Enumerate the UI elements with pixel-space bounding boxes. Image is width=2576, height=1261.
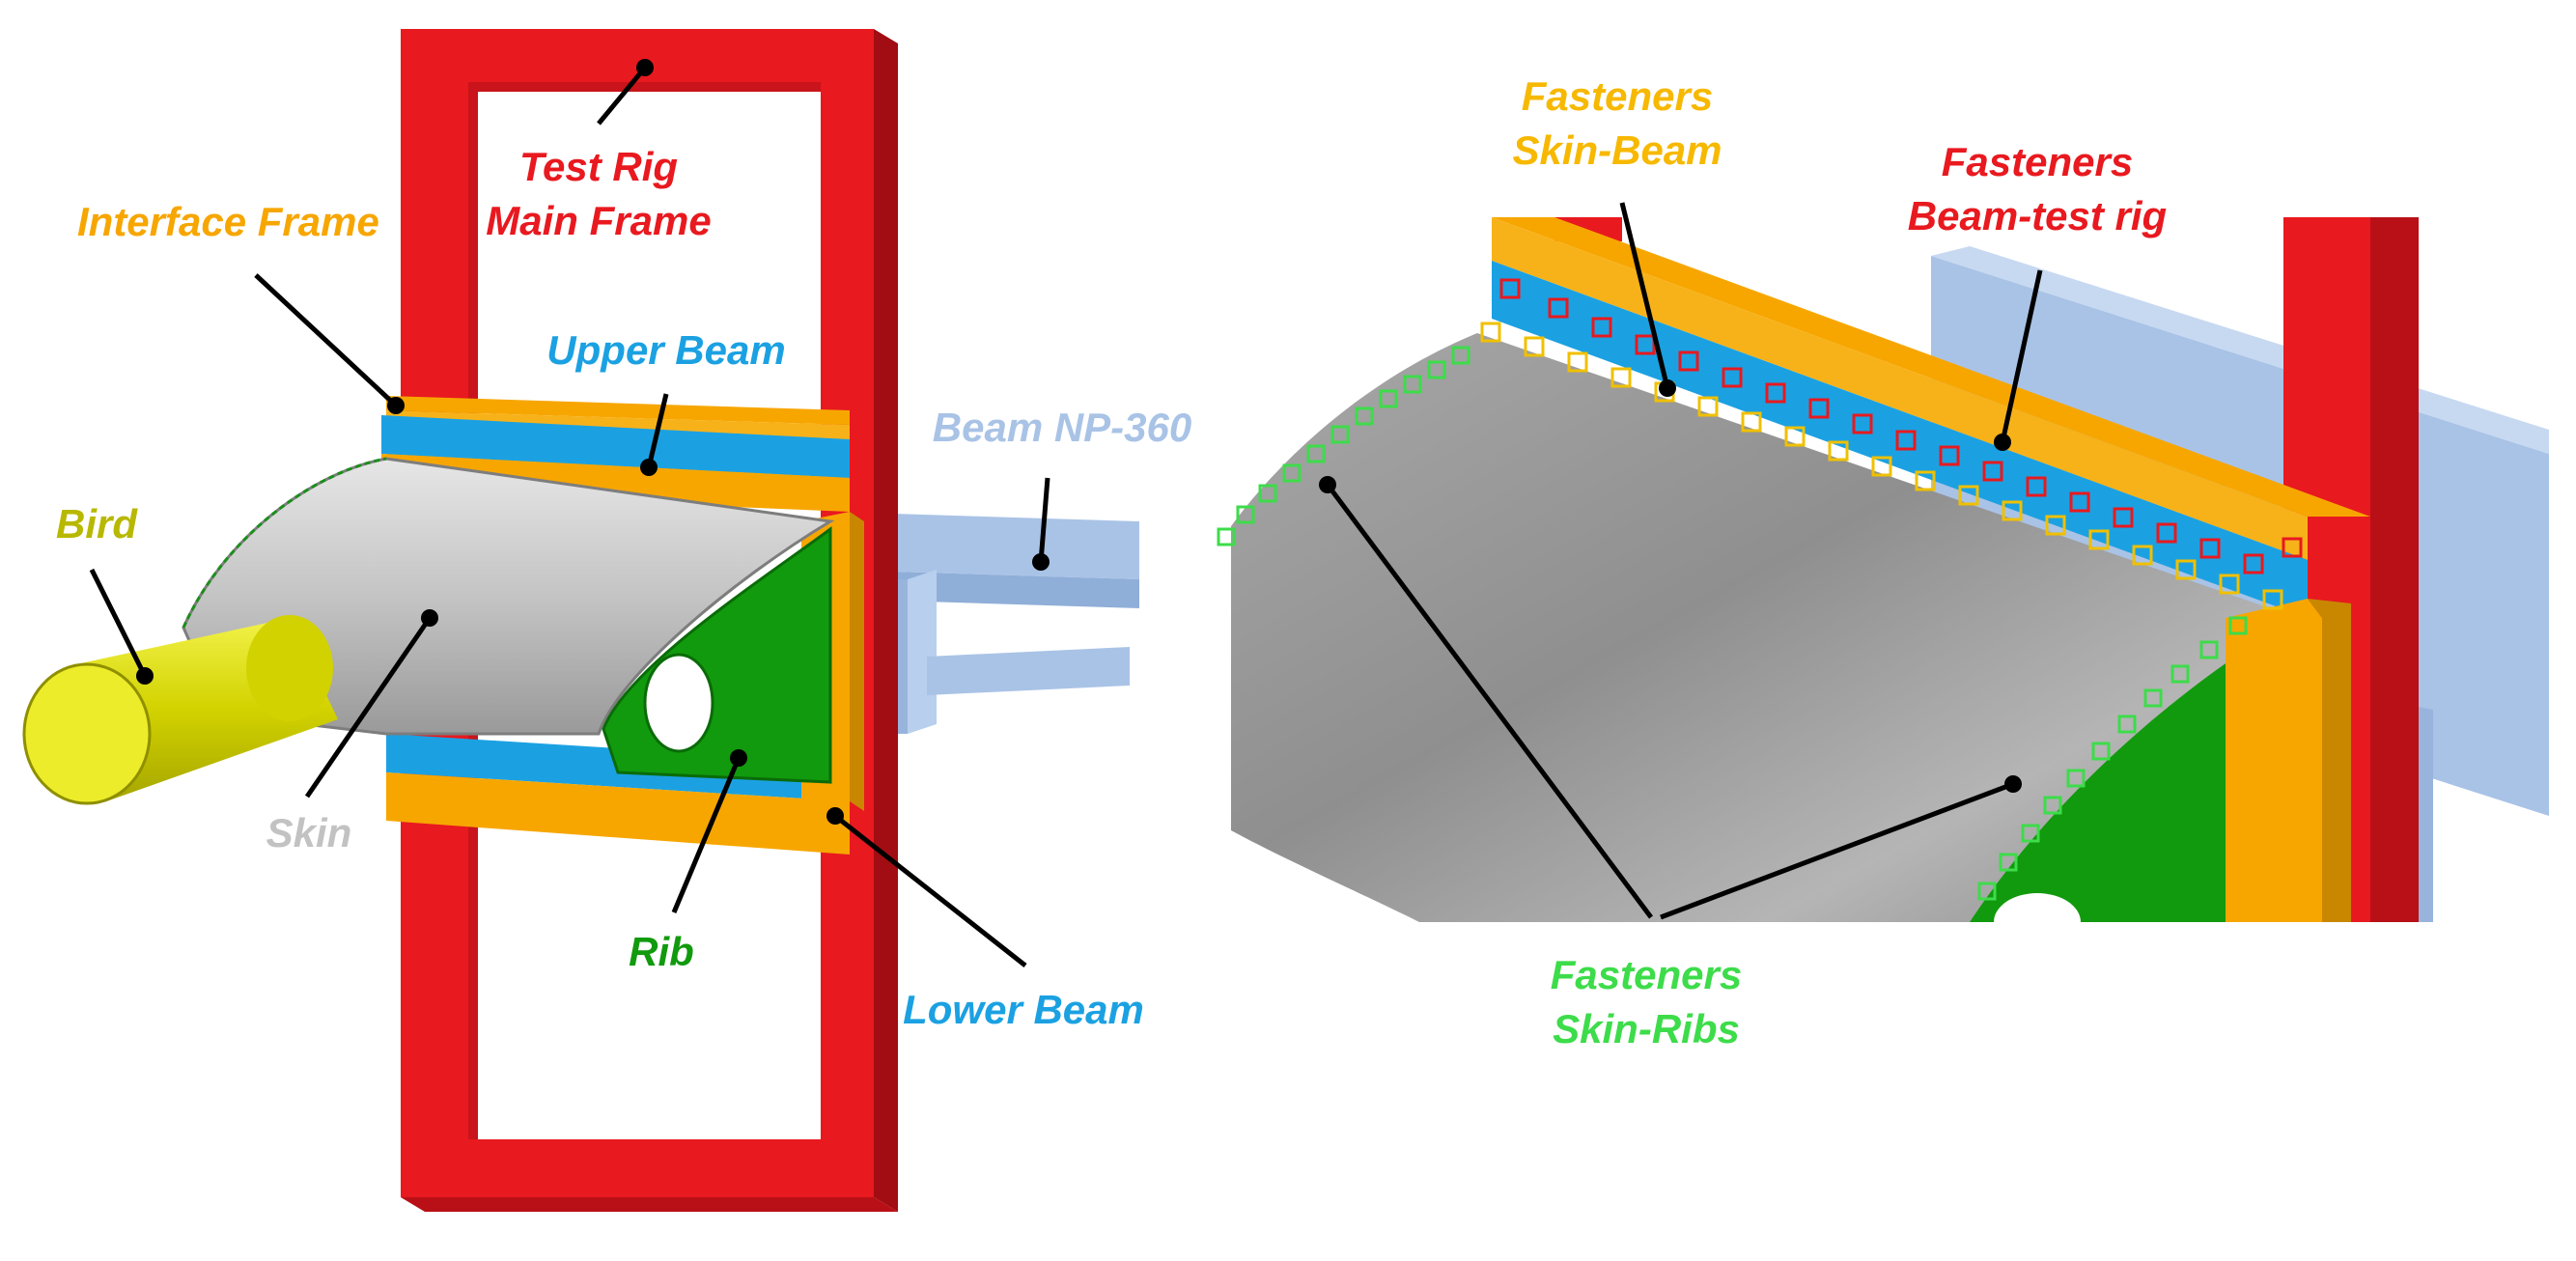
leader-fasteners-beam-rig [2000,269,2043,443]
leader-fasteners-skin-ribs-1 [1325,483,1654,919]
skin-right-shape [1231,333,2298,922]
left-view [22,29,1139,1212]
label-fasteners-skin-beam: Fasteners Skin-Beam [1512,73,1722,173]
leader-bird [89,568,148,678]
label-rib: Rib [629,929,694,974]
leader-beam-np360 [1038,477,1050,563]
fasteners-beam-rig-markers [1499,278,2303,574]
leader-interface-frame [254,273,398,407]
interface-frame-vertical-right-shape [2226,599,2322,922]
leader-rib [671,757,742,913]
label-test-rig-main-frame: Test Rig Main Frame [486,144,712,243]
rib-right-shape [1970,628,2279,922]
leader-lines [89,66,2043,967]
label-beam-np360: Beam NP-360 [932,405,1192,450]
label-upper-beam: Upper Beam [546,327,786,373]
interface-frame-top-shape [1492,217,2370,517]
leader-lower-beam [833,814,1027,967]
upper-beam-right-shape [1492,261,2308,618]
label-fasteners-skin-ribs: Fasteners Skin-Ribs [1550,952,1743,1051]
label-fasteners-beam-test-rig: Fasteners Beam-test rig [1907,139,2168,238]
leader-fasteners-skin-ribs-2 [1660,781,2014,920]
leader-skin [304,616,433,799]
leader-upper-beam [646,393,669,468]
leader-test-rig [597,66,647,126]
fasteners-skin-ribs-markers [1217,346,2248,901]
label-interface-frame: Interface Frame [77,199,379,244]
label-lower-beam: Lower Beam [903,987,1144,1032]
right-view [1217,217,2549,951]
label-bird: Bird [56,501,137,546]
bird-shape [22,615,338,805]
leader-fasteners-skin-beam [1619,202,1670,389]
leader-dots [136,59,2022,825]
skin-shape [182,457,835,736]
label-skin: Skin [266,810,352,855]
